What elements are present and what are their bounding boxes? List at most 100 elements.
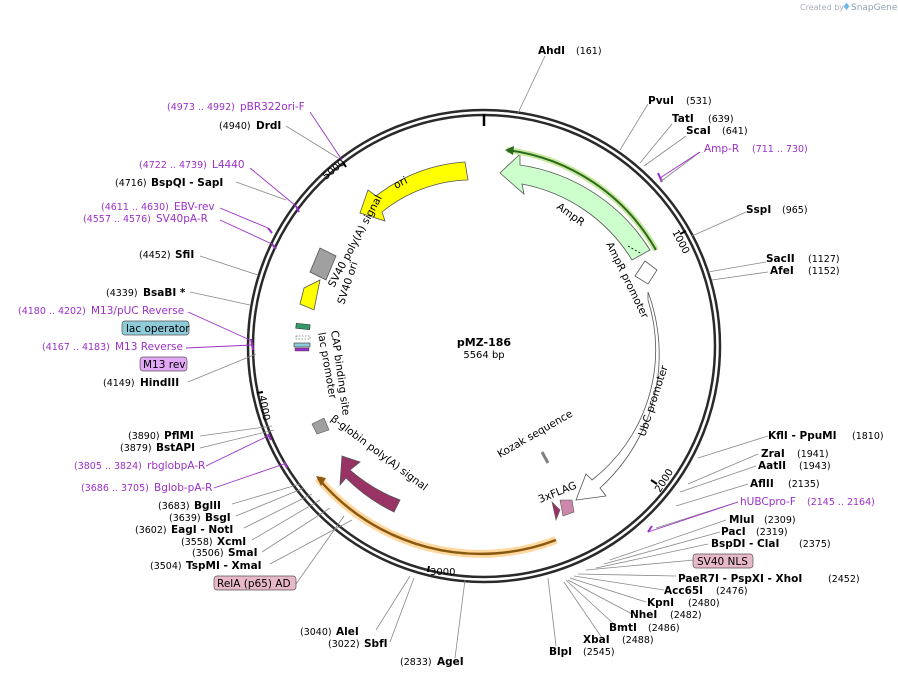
site-eagi: (3602)EagI - NotI xyxy=(135,524,233,536)
restriction-sites: AhdI(161) PvuI(531) TatI(639) ScaI(641) … xyxy=(103,45,884,668)
svg-text:(1152): (1152) xyxy=(808,266,840,277)
tick-1000-mark xyxy=(679,230,687,235)
svg-text:XcmI: XcmI xyxy=(217,536,246,548)
site-pflmi: (3890)PflMI xyxy=(128,430,194,442)
svg-text:AleI: AleI xyxy=(336,626,359,638)
site-blpi: BlpI(2545) xyxy=(549,646,615,658)
feature-ori-label: ori xyxy=(392,175,410,192)
boxed-labels: lac operator M13 rev SV40 NLS RelA (p65)… xyxy=(121,320,754,591)
primer-mark-hubcpro xyxy=(647,525,653,533)
svg-text:BsaBI *: BsaBI * xyxy=(143,287,186,299)
site-bmti: BmtI (2486) xyxy=(609,622,680,634)
feature-ampr-promoter[interactable] xyxy=(634,260,658,285)
primer-ebv-rev: (4611 .. 4630) EBV-rev xyxy=(101,201,215,213)
feature-sv40-polya[interactable] xyxy=(309,247,337,281)
svg-text:(2486): (2486) xyxy=(648,623,680,634)
primer-m13-reverse: (4167 .. 4183)M13 Reverse xyxy=(42,341,183,353)
primer-mark-bglob xyxy=(283,461,288,469)
credit-brand: SnapGene xyxy=(851,3,898,13)
svg-text:SacII: SacII xyxy=(766,253,795,265)
site-xbai: XbaI(2488) xyxy=(583,634,654,646)
tick-3000-mark xyxy=(427,565,430,573)
site-pvui: PvuI(531) xyxy=(648,95,712,107)
orf-relA-head xyxy=(316,476,326,486)
svg-text:BmtI: BmtI xyxy=(609,622,637,634)
svg-text:(1810): (1810) xyxy=(852,431,884,442)
feature-nls-block[interactable] xyxy=(559,499,575,517)
m13-rev-text: M13 rev xyxy=(143,359,186,371)
site-sfii: (4452)SfiI xyxy=(139,249,194,261)
svg-text:EagI - NotI: EagI - NotI xyxy=(171,524,233,536)
svg-text:(4973 .. 4992): (4973 .. 4992) xyxy=(167,102,235,113)
feature-bglobin-polya[interactable] xyxy=(339,455,401,513)
feature-ampr[interactable] xyxy=(499,153,651,261)
site-tspmi: (3504)TspMI - XmaI xyxy=(150,560,262,572)
primer-mark-ebv xyxy=(267,227,273,234)
primer-rbglobpa: (3805 .. 3824) rbglobpA-R xyxy=(74,460,205,472)
svg-text:EBV-rev: EBV-rev xyxy=(174,201,215,213)
feature-lac-operator-mark[interactable] xyxy=(293,342,311,348)
site-xcmi: (3558) XcmI xyxy=(181,536,246,548)
svg-text:AflII: AflII xyxy=(750,478,774,490)
svg-text:(2145 .. 2164): (2145 .. 2164) xyxy=(807,497,875,508)
feature-ori[interactable] xyxy=(359,161,469,222)
site-kfli: KflI - PpuMI(1810) xyxy=(768,430,884,442)
tick-5000-mark xyxy=(342,161,347,168)
tick-3000: 3000 xyxy=(430,567,455,578)
svg-text:(4611 .. 4630): (4611 .. 4630) xyxy=(101,202,169,213)
svg-text:(2135): (2135) xyxy=(788,479,820,490)
svg-text:(4716): (4716) xyxy=(115,178,147,189)
plasmid-length: 5564 bp xyxy=(463,350,504,361)
svg-text:(2309): (2309) xyxy=(764,515,796,526)
site-paer7i: PaeR7I - PspXI - XhoI(2452) xyxy=(678,573,860,585)
svg-text:DrdI: DrdI xyxy=(256,120,281,132)
svg-text:(161): (161) xyxy=(576,46,602,57)
svg-text:BspDI - ClaI: BspDI - ClaI xyxy=(711,538,779,550)
svg-text:(4149): (4149) xyxy=(103,378,135,389)
svg-text:(1943): (1943) xyxy=(799,461,831,472)
plasmid-name: pMZ-186 xyxy=(457,336,511,349)
feature-cap-binding-site[interactable] xyxy=(295,322,311,331)
svg-text:AatII: AatII xyxy=(758,460,786,472)
primer-pbr322ori: (4973 .. 4992)pBR322ori-F xyxy=(167,101,305,113)
site-agei: (2833)AgeI xyxy=(400,656,464,668)
svg-text:PvuI: PvuI xyxy=(648,95,674,107)
sv40-nls-box xyxy=(692,553,754,569)
site-smai: (3506)SmaI xyxy=(192,547,258,559)
svg-text:(4940): (4940) xyxy=(219,121,251,132)
svg-text:AhdI: AhdI xyxy=(538,45,565,57)
svg-text:(965): (965) xyxy=(782,205,808,216)
svg-text:(3805 .. 3824): (3805 .. 3824) xyxy=(74,461,142,472)
feature-kozak-label: Kozak sequence xyxy=(496,408,575,461)
svg-text:SspI: SspI xyxy=(746,204,771,216)
site-bsabi: (4339)BsaBI * xyxy=(106,287,186,299)
feature-lac-promoter-mark[interactable] xyxy=(295,335,311,340)
feature-sv40-ori[interactable] xyxy=(299,279,321,311)
svg-text:M13 Reverse: M13 Reverse xyxy=(115,341,183,353)
svg-text:rbglobpA-R: rbglobpA-R xyxy=(147,460,205,472)
feature-ubc-promoter[interactable] xyxy=(575,291,660,501)
svg-text:hUBCpro-F: hUBCpro-F xyxy=(740,496,796,508)
feature-kozak[interactable] xyxy=(540,451,550,464)
primer-mark-m13 xyxy=(250,338,254,351)
primer-sv40pa-r: (4557 .. 4576)SV40pA-R xyxy=(83,213,208,225)
lac-operator-text: lac operator xyxy=(126,323,190,335)
site-mlui: MluI(2309) xyxy=(729,514,796,526)
svg-text:(3879): (3879) xyxy=(120,443,152,454)
site-paci: PacI(2319) xyxy=(721,526,788,538)
feature-small-grey[interactable] xyxy=(311,417,330,435)
svg-text:(3558): (3558) xyxy=(181,537,213,548)
svg-text:L4440: L4440 xyxy=(212,159,245,171)
feature-3xflag[interactable] xyxy=(551,501,561,522)
svg-text:KpnI: KpnI xyxy=(647,597,674,609)
site-bspdi: BspDI - ClaI(2375) xyxy=(711,538,831,550)
feature-m13-mark[interactable] xyxy=(294,347,310,352)
site-nhei: NheI(2482) xyxy=(630,609,702,621)
svg-text:(3890): (3890) xyxy=(128,431,160,442)
site-alei: (3040)AleI xyxy=(300,626,359,638)
svg-text:TatI: TatI xyxy=(672,113,694,125)
primer-l4440: (4722 .. 4739)L4440 xyxy=(139,159,245,171)
svg-text:(3686 .. 3705): (3686 .. 3705) xyxy=(81,483,149,494)
site-hindiii: (4149)HindIII xyxy=(103,377,179,389)
svg-text:PacI: PacI xyxy=(721,526,746,538)
